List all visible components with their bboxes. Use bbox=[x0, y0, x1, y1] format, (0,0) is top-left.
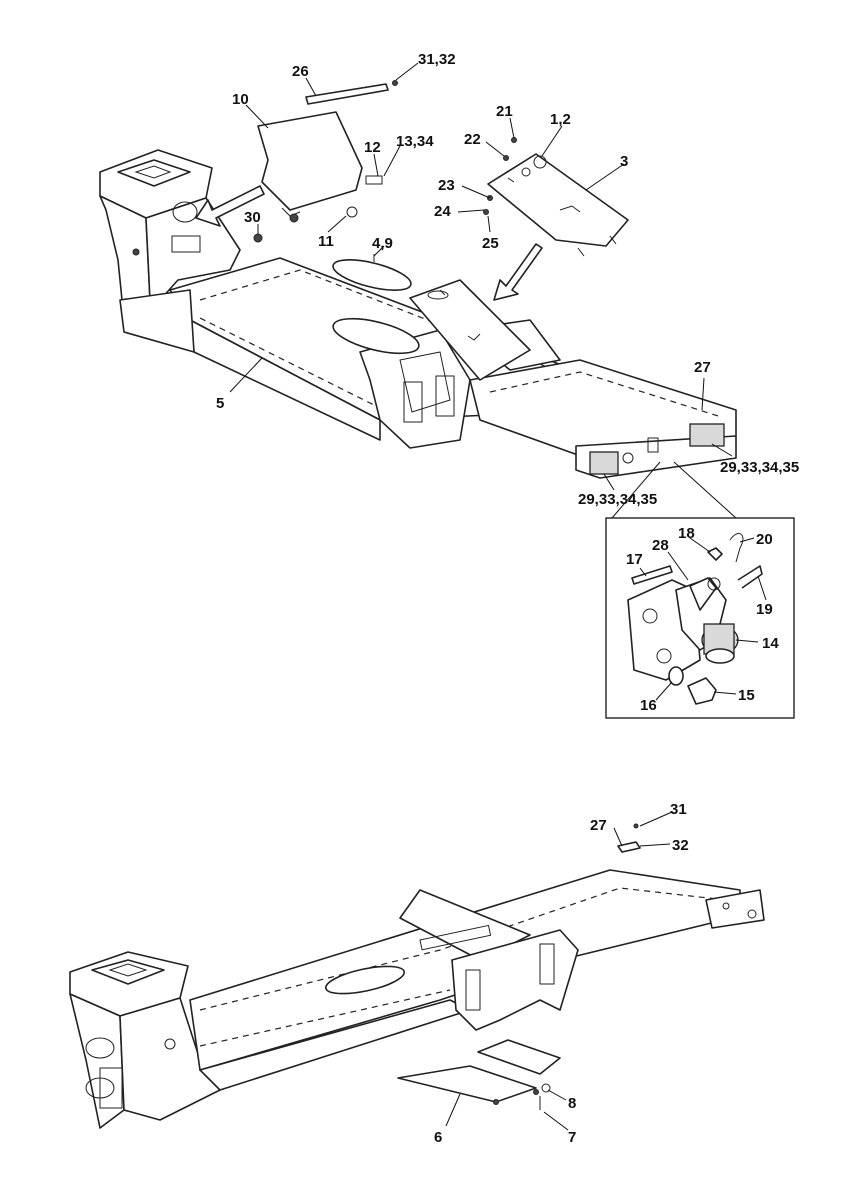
detail-box-hitch bbox=[605, 461, 795, 719]
callout-3: 3 bbox=[620, 153, 628, 170]
callout-25: 25 bbox=[482, 235, 499, 252]
callout-8: 8 bbox=[568, 1095, 576, 1112]
callout-10: 10 bbox=[232, 91, 249, 108]
chassis-frame-top bbox=[99, 149, 737, 479]
callout-27-bottom: 27 bbox=[590, 817, 607, 834]
callout-17: 17 bbox=[626, 551, 643, 568]
callout-labels: 31,32 26 10 12 13,34 21 22 1,2 3 23 24 2… bbox=[216, 51, 799, 1146]
callout-13-34: 13,34 bbox=[396, 133, 434, 150]
callout-24: 24 bbox=[434, 203, 451, 220]
arrow-to-tower bbox=[195, 185, 265, 227]
callout-20: 20 bbox=[756, 531, 773, 548]
callout-31-32-top: 31,32 bbox=[418, 51, 456, 68]
callout-32-bottom: 32 bbox=[672, 837, 689, 854]
callout-6: 6 bbox=[434, 1129, 442, 1146]
callout-27-top: 27 bbox=[694, 359, 711, 376]
callout-18: 18 bbox=[678, 525, 695, 542]
callout-21: 21 bbox=[496, 103, 513, 120]
callout-23: 23 bbox=[438, 177, 455, 194]
callout-19: 19 bbox=[756, 601, 773, 618]
chassis-frame-bottom bbox=[69, 823, 765, 1129]
pin-30 bbox=[253, 233, 263, 243]
cover-plate-10 bbox=[257, 111, 383, 223]
callout-14: 14 bbox=[762, 635, 779, 652]
callout-15: 15 bbox=[738, 687, 755, 704]
callout-4-9: 4,9 bbox=[372, 235, 393, 252]
bar-26 bbox=[305, 80, 398, 105]
plate-3 bbox=[483, 137, 629, 257]
callout-28: 28 bbox=[652, 537, 669, 554]
arrow-to-plate bbox=[493, 243, 543, 301]
callout-16: 16 bbox=[640, 697, 657, 714]
callout-30: 30 bbox=[244, 209, 261, 226]
callout-11: 11 bbox=[318, 233, 334, 250]
leader-lines bbox=[229, 62, 767, 1131]
callout-29-33-34-35-left: 29,33,34,35 bbox=[578, 491, 657, 508]
callout-7: 7 bbox=[568, 1129, 576, 1146]
callout-31-bottom: 31 bbox=[670, 801, 687, 818]
callout-29-33-34-35-right: 29,33,34,35 bbox=[720, 459, 799, 476]
callout-5: 5 bbox=[216, 395, 224, 412]
callout-1-2: 1,2 bbox=[550, 111, 571, 128]
callout-12: 12 bbox=[364, 139, 381, 156]
callout-26: 26 bbox=[292, 63, 309, 80]
callout-22: 22 bbox=[464, 131, 481, 148]
